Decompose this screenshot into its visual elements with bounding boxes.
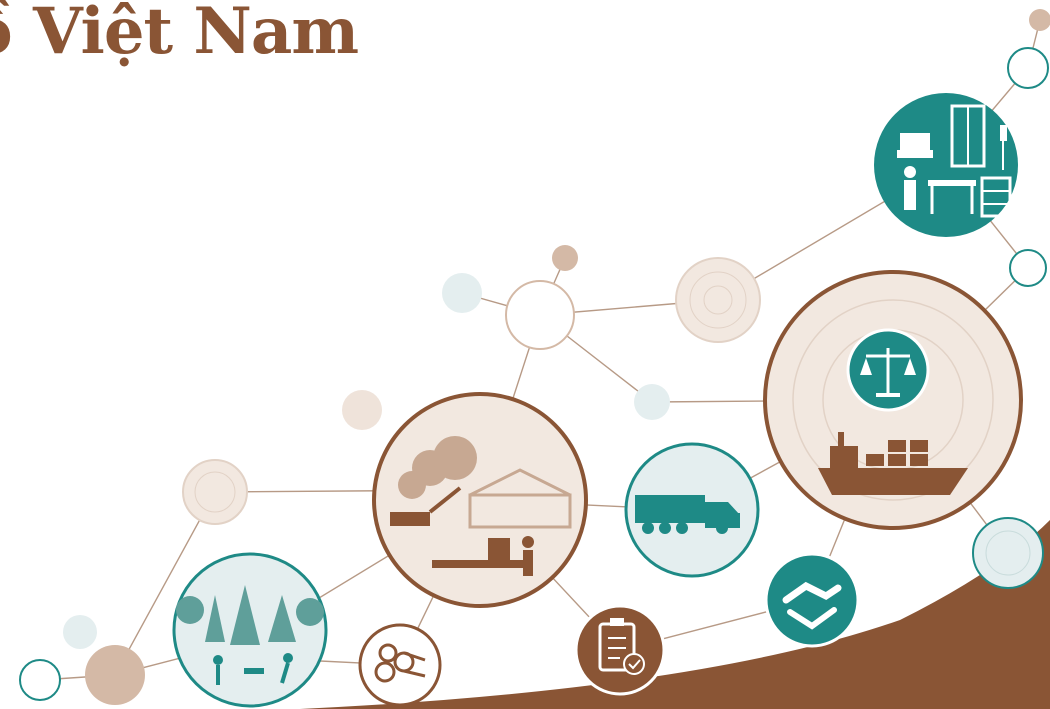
handshake-icon: [764, 552, 860, 648]
ground-wedge: [300, 520, 1050, 709]
log-truck-icon: [624, 442, 760, 578]
log-pile-icon: [358, 623, 442, 707]
decorative-nodes: [19, 9, 1050, 705]
law-scale-icon: [846, 328, 930, 412]
cargo-ship-icon: [818, 432, 968, 495]
forest-workers-icon: [172, 552, 328, 708]
furniture-icon: [874, 93, 1018, 237]
page-title: ồ Việt Nam: [0, 0, 359, 69]
law-trade-node: [763, 270, 1023, 530]
checklist-icon: [574, 604, 666, 696]
wood-ring-nodes: [182, 257, 1044, 589]
sawmill-icon: [372, 392, 588, 608]
